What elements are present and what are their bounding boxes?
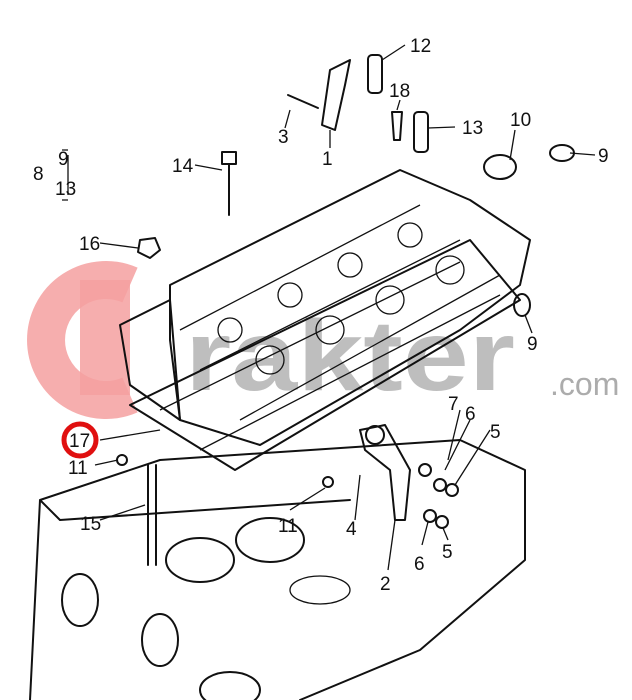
callout-3: 3	[278, 127, 289, 148]
leader-lines	[62, 44, 596, 571]
callout-9b: 9	[527, 334, 538, 355]
callout-13: 13	[462, 118, 483, 139]
callout-17: 17	[69, 431, 90, 452]
callout-12: 12	[410, 36, 431, 57]
callout-11: 11	[68, 458, 88, 479]
cylinder-head	[119, 169, 531, 446]
engine-block	[29, 439, 526, 700]
callouts: 12 18 13 10 9 3 1 14 8 9 13 16 9 7 6 5 1…	[33, 36, 609, 595]
callout-1: 1	[322, 149, 333, 170]
callout-6b: 6	[414, 554, 425, 575]
callout-13-range: 13	[55, 179, 76, 200]
callout-9-range: 9	[58, 149, 69, 170]
callout-16: 16	[79, 234, 100, 255]
small-parts	[116, 54, 575, 566]
callout-15: 15	[80, 514, 101, 535]
callout-5b: 5	[442, 542, 453, 563]
callout-5: 5	[490, 422, 501, 443]
callout-9: 9	[598, 146, 609, 167]
callout-4: 4	[346, 519, 357, 540]
callout-7: 7	[448, 394, 459, 415]
callout-11b: 11	[278, 516, 298, 537]
head-gasket	[129, 239, 521, 471]
callout-10: 10	[510, 110, 531, 131]
callout-14: 14	[172, 156, 194, 177]
callout-18: 18	[389, 81, 410, 102]
callout-8: 8	[33, 164, 44, 185]
callout-6: 6	[465, 404, 476, 425]
callout-17-highlight: 17	[61, 421, 99, 459]
callout-2: 2	[380, 574, 391, 595]
watermark-suffix: .com	[550, 366, 619, 402]
